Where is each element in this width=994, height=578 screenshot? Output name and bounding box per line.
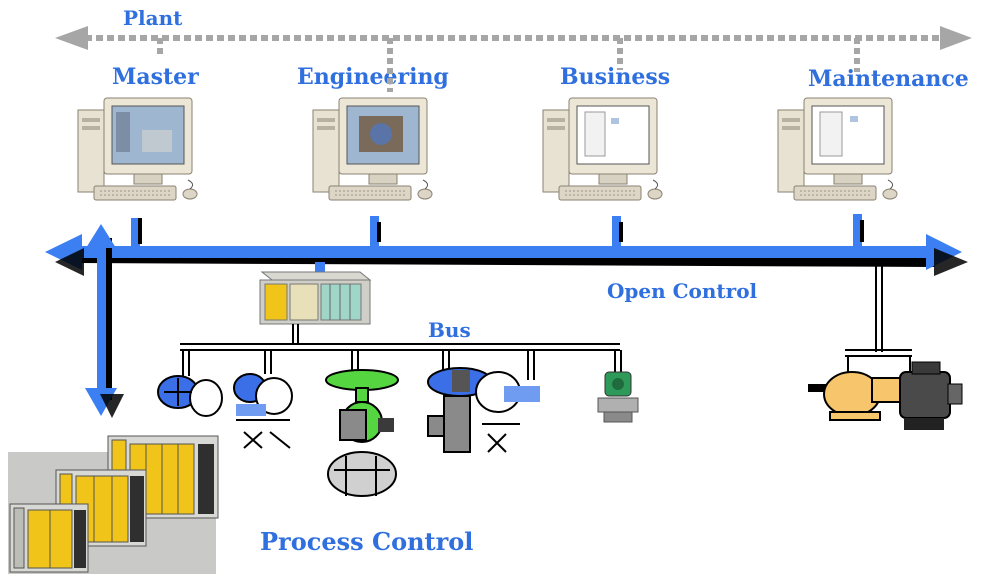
plant-label: Plant bbox=[123, 6, 183, 30]
process-control-link bbox=[85, 224, 124, 418]
master-label: Master bbox=[112, 64, 199, 90]
business-workstation-icon bbox=[542, 97, 663, 201]
maintenance-label: Maintenance bbox=[808, 66, 969, 92]
plant-link bbox=[55, 26, 972, 92]
engineering-label: Engineering bbox=[297, 64, 449, 90]
motor-connection bbox=[845, 258, 912, 376]
bus-label: Bus bbox=[428, 318, 471, 342]
maintenance-workstation-icon bbox=[777, 97, 898, 201]
master-workstation-icon bbox=[77, 97, 198, 201]
controller-rack-icon bbox=[259, 262, 372, 325]
valve-icon-2 bbox=[233, 373, 293, 449]
transmitter-icon bbox=[597, 371, 639, 423]
field-bus bbox=[180, 324, 622, 380]
workstation-connectors bbox=[131, 214, 864, 250]
open-control-label: Open Control bbox=[607, 279, 758, 303]
process-control-label: Process Control bbox=[260, 527, 474, 556]
valve-icon-4 bbox=[427, 367, 540, 453]
business-label: Business bbox=[560, 64, 671, 90]
safety-plc-photo bbox=[8, 435, 219, 574]
valve-icon-3 bbox=[325, 369, 399, 497]
engineering-workstation-icon bbox=[312, 97, 433, 201]
valve-icon-1 bbox=[157, 375, 223, 417]
open-control-bus bbox=[45, 234, 968, 276]
motor-pump-icon bbox=[808, 361, 963, 430]
